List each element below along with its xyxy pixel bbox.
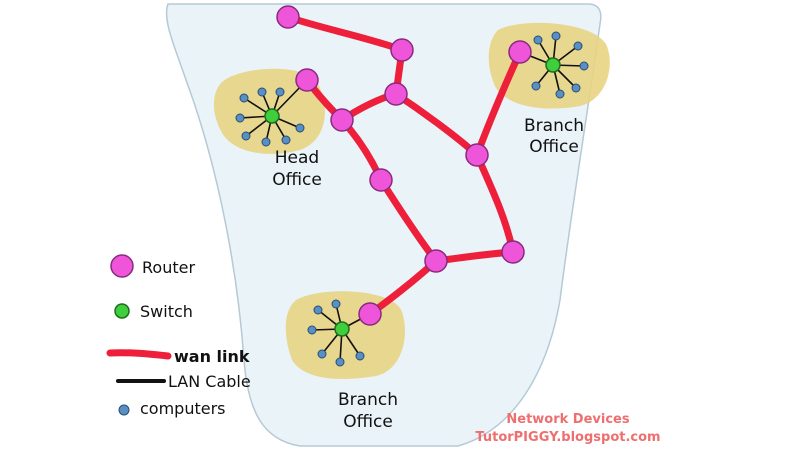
router-node-icon [465,143,489,167]
computer-node-icon [235,113,245,123]
credit-title: Network Devices [506,412,629,427]
legend-router-icon [110,254,134,278]
branch-office-ne-label: Branch [524,116,584,136]
branch-office-ne-lan [519,31,589,99]
computer-node-icon [257,87,267,97]
branch-office-s-label: Branch [338,390,398,410]
computer-node-icon [335,357,345,367]
head-office-label-2: Office [272,170,322,190]
router-node-icon [276,5,300,29]
router-node-icon [358,302,382,326]
computer-node-icon [571,83,581,93]
legend-wan-label: wan link [174,347,250,366]
head-office-label: Head [275,148,319,168]
router-node-icon [369,168,393,192]
computer-node-icon [241,131,251,141]
computer-node-icon [281,135,291,145]
computer-node-icon [579,61,589,71]
computer-node-icon [551,31,561,41]
router-node-icon [390,38,414,62]
legend-computer-icon [118,404,130,416]
computer-node-icon [261,137,271,147]
routers [276,5,532,326]
router-node-icon [330,108,354,132]
computer-node-icon [331,299,341,309]
legend: Router Switch wan link LAN Cable compute… [106,254,251,418]
legend-switch-label: Switch [140,302,193,321]
computer-node-icon [531,81,541,91]
switch-node-icon [264,108,280,124]
legend-lan-label: LAN Cable [168,372,251,391]
computer-node-icon [275,87,285,97]
computer-node-icon [317,349,327,359]
computer-node-icon [533,35,543,45]
router-node-icon [384,82,408,106]
head-office-lan [235,79,308,147]
computer-node-icon [313,305,323,315]
legend-computers-label: computers [140,399,226,418]
router-node-icon [508,40,532,64]
computer-node-icon [573,41,583,51]
switch-node-icon [545,57,561,73]
computer-node-icon [355,351,365,361]
router-node-icon [295,68,319,92]
router-node-icon [424,249,448,273]
computer-node-icon [307,325,317,335]
legend-switch-icon [114,303,130,319]
credit-site: TutorPIGGY.blogspot.com [475,430,660,445]
computer-node-icon [295,123,305,133]
legend-router-label: Router [142,258,195,277]
computer-node-icon [555,89,565,99]
switch-node-icon [334,321,350,337]
branch-office-ne-label-2: Office [529,137,579,157]
router-node-icon [501,240,525,264]
branch-office-s-label-2: Office [343,412,393,432]
computer-node-icon [239,93,249,103]
legend-wan-link-icon [106,349,172,360]
